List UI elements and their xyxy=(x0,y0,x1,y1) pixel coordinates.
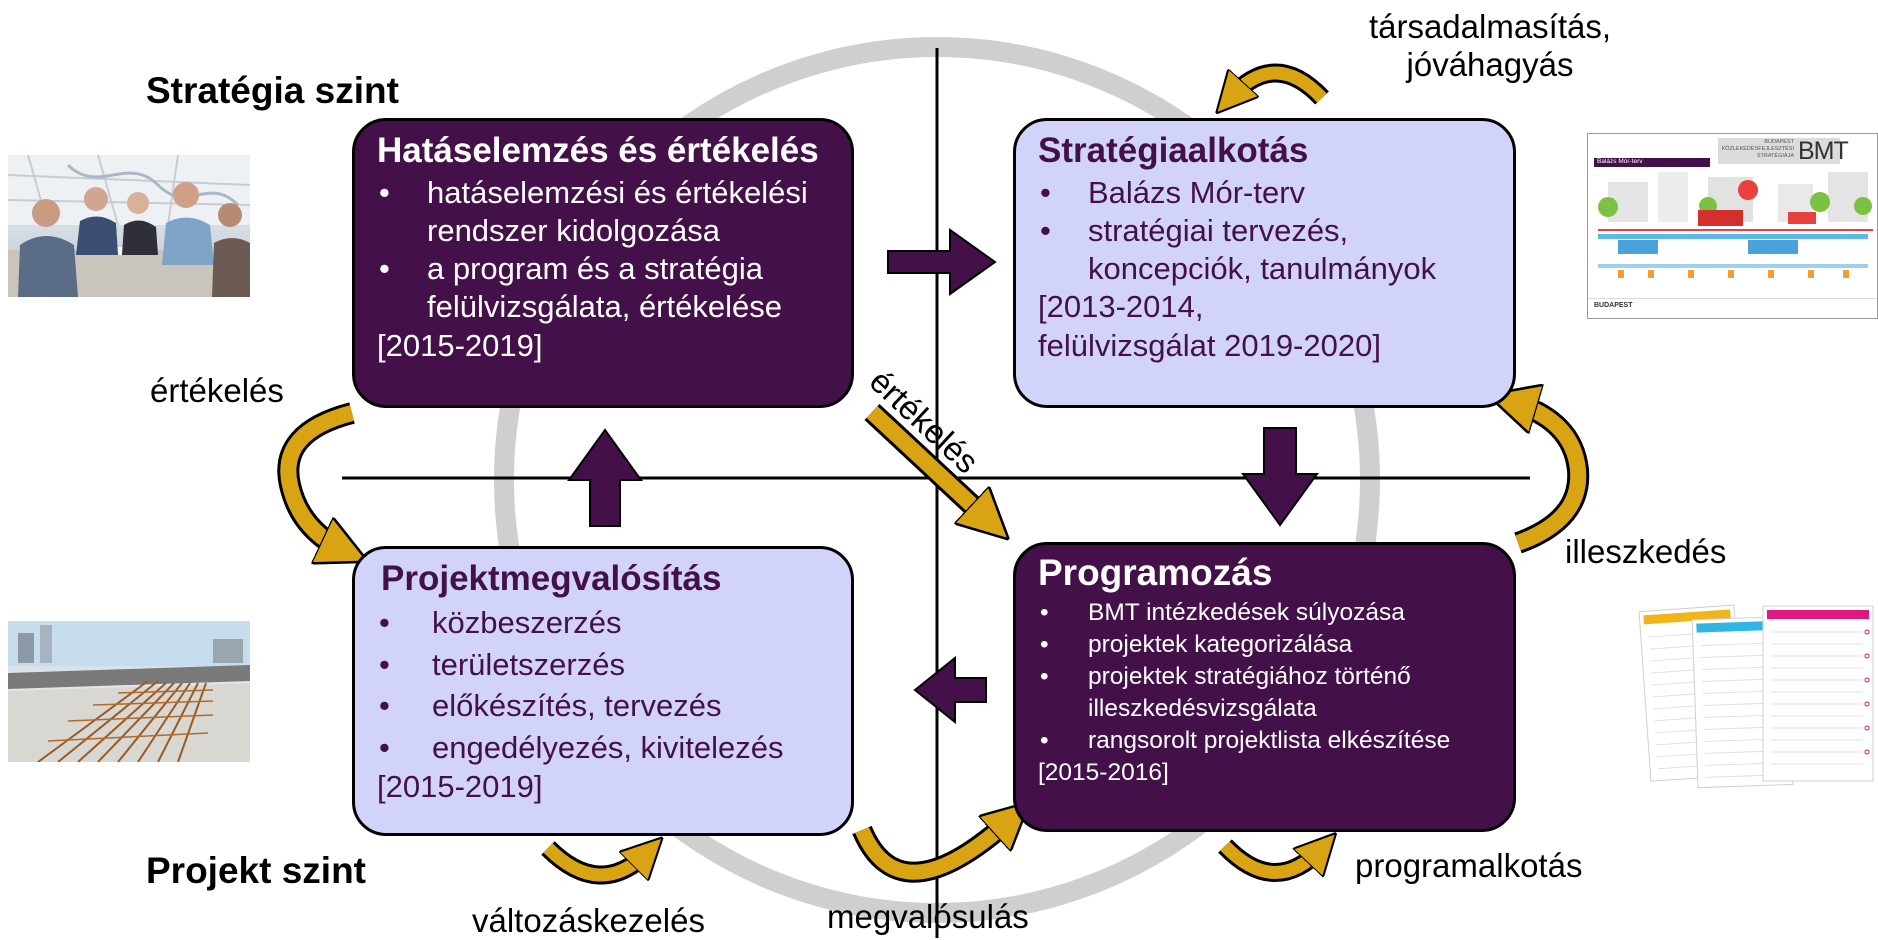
box-impact-period: [2015-2019] xyxy=(377,327,543,363)
bmt-document-heading-bar xyxy=(1594,158,1710,167)
project-list-sheets-illustration xyxy=(1638,604,1874,789)
list-item: BMT intézkedések súlyozása xyxy=(1038,597,1505,629)
box-project-list: közbeszerzés területszerzés előkészítés,… xyxy=(377,602,833,768)
bmt-document-footer: BUDAPEST xyxy=(1594,302,1633,309)
box-project-title: Projektmegvalósítás xyxy=(381,559,722,598)
label-fit: illeszkedés xyxy=(1565,533,1727,570)
label-approval: társadalmasítás, jóváhagyás xyxy=(1368,8,1612,83)
box-strategy-title: Stratégiaalkotás xyxy=(1038,131,1309,170)
curved-arrow-left-evaluation xyxy=(277,402,352,551)
curved-arrow-change-management xyxy=(541,848,648,885)
list-item: hatáselemzési és értékelési rendszer kid… xyxy=(377,174,833,250)
box-programming-period: [2015-2016] xyxy=(1038,758,1169,786)
box-impact-title: Hatáselemzés és értékelés xyxy=(377,131,819,170)
list-item: stratégiai tervezés, koncepciók, tanulmá… xyxy=(1038,212,1495,288)
curved-arrows xyxy=(277,63,1590,885)
construction-photo-illustration xyxy=(8,621,250,762)
project-list-sheets xyxy=(1635,600,1878,790)
list-item: a program és a stratégia felülvizsgálata… xyxy=(377,250,833,326)
construction-photo xyxy=(8,621,250,762)
box-project-period: [2015-2019] xyxy=(377,769,543,805)
box-impact-list: hatáselemzési és értékelési rendszer kid… xyxy=(377,174,833,327)
list-item: közbeszerzés xyxy=(377,602,833,644)
list-item: rangsorolt projektlista elkészítése xyxy=(1038,725,1505,757)
curved-arrow-approval xyxy=(1230,63,1329,98)
arrow-right-impact-to-strategy xyxy=(887,228,997,296)
label-programming-cycle: programalkotás xyxy=(1355,847,1583,884)
label-evaluation-left: értékelés xyxy=(150,372,284,409)
bmt-document-subtitle: BUDAPEST KÖZLEKEDÉSFEJLESZTÉSI STRATÉGIÁ… xyxy=(1721,139,1794,159)
box-project-implementation: Projektmegvalósítás közbeszerzés terület… xyxy=(352,546,854,836)
box-programming-title: Programozás xyxy=(1038,552,1273,593)
list-item: engedélyezés, kivitelezés xyxy=(377,727,833,769)
box-impact-assessment: Hatáselemzés és értékelés hatáselemzési … xyxy=(352,118,854,408)
bmt-document-footer-rule xyxy=(1588,298,1877,299)
label-change-management: változáskezelés xyxy=(472,902,705,939)
bmt-logo: BMT xyxy=(1798,137,1849,165)
list-item: projektek stratégiához történő illeszked… xyxy=(1038,661,1505,725)
bmt-document-thumbnail: Balázs Mór-terv BUDAPEST KÖZLEKEDÉSFEJLE… xyxy=(1587,133,1878,319)
list-item: területszerzés xyxy=(377,644,833,686)
box-strategy-making: Stratégiaalkotás Balázs Mór-terv stratég… xyxy=(1013,118,1516,408)
curved-arrow-right-fit xyxy=(1512,402,1590,554)
bmt-document-heading: Balázs Mór-terv xyxy=(1597,158,1643,165)
bmt-street-illustration xyxy=(1598,172,1873,278)
curved-arrow-realization xyxy=(852,818,1012,883)
arrow-down-strategy-to-programming xyxy=(1241,427,1319,527)
arrow-left-programming-to-project xyxy=(913,655,987,725)
box-strategy-period: [2013-2014, felülvizsgálat 2019-2020] xyxy=(1038,289,1381,363)
curved-arrow-programming xyxy=(1218,846,1322,882)
label-realization: megvalósulás xyxy=(827,898,1029,935)
meeting-photo xyxy=(8,155,250,297)
meeting-photo-illustration xyxy=(8,155,250,297)
list-item: Balázs Mór-terv xyxy=(1038,174,1495,212)
strategy-level-heading: Stratégia szint xyxy=(146,70,399,111)
bmt-document-title-bar xyxy=(1718,138,1840,164)
list-item: előkészítés, tervezés xyxy=(377,685,833,727)
list-item: projektek kategorizálása xyxy=(1038,629,1505,661)
arrow-up-project-to-impact xyxy=(567,428,643,527)
box-programming: Programozás BMT intézkedések súlyozása p… xyxy=(1013,542,1516,832)
box-strategy-list: Balázs Mór-terv stratégiai tervezés, kon… xyxy=(1038,174,1495,288)
box-programming-list: BMT intézkedések súlyozása projektek kat… xyxy=(1038,597,1505,756)
diagonal-evaluation-arrow-fill xyxy=(866,406,990,522)
project-level-heading: Projekt szint xyxy=(146,850,366,891)
